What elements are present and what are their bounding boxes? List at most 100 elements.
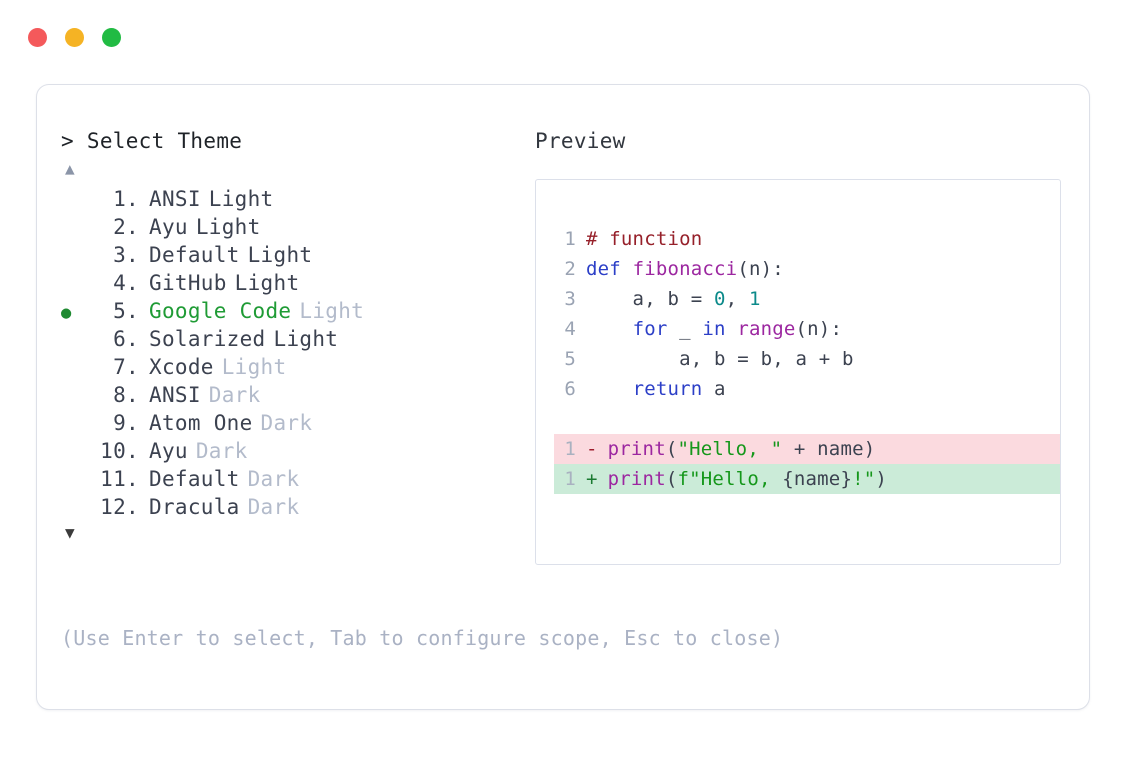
code-token: print <box>607 468 666 490</box>
diff-line-text: print("Hello, " + name) <box>608 434 876 464</box>
bullet-placeholder: ● <box>61 187 87 215</box>
code-line-text: def fibonacci(n): <box>586 254 784 284</box>
theme-item-index: 12. <box>100 495 139 519</box>
code-token: f"Hello, <box>677 468 783 490</box>
diff-added-line: 1 + print(f"Hello, {name}!") <box>554 464 1060 494</box>
theme-list-item[interactable]: ● 3. Default Light <box>61 241 531 269</box>
theme-list-item[interactable]: ● 5. Google Code Light <box>61 297 531 325</box>
code-line: 6 return a <box>554 374 1060 404</box>
code-token: a, b = <box>586 288 715 310</box>
theme-item-name: Google Code <box>149 299 292 323</box>
code-line-number: 4 <box>564 318 576 340</box>
theme-item-index: 5. <box>113 299 139 323</box>
diff-minus-marker: - <box>586 438 598 460</box>
theme-selector-panel: > Select Theme ▲ ●1.ANSILight●2.AyuLight… <box>61 127 531 543</box>
scroll-up-icon[interactable]: ▲ <box>65 159 75 178</box>
theme-item-name: Default <box>149 467 240 491</box>
code-line-number: 5 <box>564 348 576 370</box>
theme-item-variant: Light <box>299 299 365 323</box>
theme-item-name: Atom One <box>149 411 253 435</box>
theme-item-variant: Light <box>195 215 261 239</box>
code-token: + name) <box>782 438 876 460</box>
theme-item-index: 9. <box>113 411 139 435</box>
theme-item-index: 1. <box>113 187 139 211</box>
scroll-down-icon[interactable]: ▼ <box>65 523 75 542</box>
theme-item-variant: Light <box>247 243 313 267</box>
theme-item-name: Default <box>149 243 240 267</box>
window-close-button[interactable] <box>28 28 47 47</box>
theme-item-variant: Dark <box>247 495 300 519</box>
theme-item-name: ANSI <box>149 187 201 211</box>
theme-item-variant: Light <box>208 187 274 211</box>
bullet-placeholder: ● <box>61 327 87 355</box>
code-token: # function <box>586 228 703 250</box>
theme-item-variant: Dark <box>195 439 248 463</box>
bullet-placeholder: ● <box>61 467 87 495</box>
code-token: !" <box>852 468 876 490</box>
theme-list-item[interactable]: ● 1. ANSI Light <box>61 185 531 213</box>
theme-item-index: 3. <box>113 243 139 267</box>
code-line-number: 6 <box>564 378 576 400</box>
code-token: a, b = b, a + b <box>586 348 854 370</box>
code-token: for <box>632 318 668 340</box>
selected-bullet-icon: ● <box>61 303 72 323</box>
code-blank-line <box>554 404 1060 434</box>
code-line-number: 3 <box>564 288 576 310</box>
diff-plus-marker: + <box>586 468 598 490</box>
theme-picker-card: > Select Theme ▲ ●1.ANSILight●2.AyuLight… <box>36 84 1090 710</box>
window-titlebar <box>28 28 121 47</box>
theme-list[interactable]: ●1.ANSILight●2.AyuLight●3.DefaultLight●4… <box>61 185 531 521</box>
window-minimize-button[interactable] <box>65 28 84 47</box>
theme-item-index: 10. <box>100 439 139 463</box>
theme-item-index: 7. <box>113 355 139 379</box>
bullet-placeholder: ● <box>61 271 87 299</box>
theme-item-variant: Light <box>273 327 339 351</box>
code-line-text: a, b = b, a + b <box>586 344 854 374</box>
code-token: ) <box>875 468 888 490</box>
theme-item-name: Dracula <box>149 495 240 519</box>
code-token <box>586 378 633 400</box>
bullet-placeholder: ● <box>61 243 87 271</box>
code-line-text: for _ in range(n): <box>586 314 842 344</box>
code-line: 1 # function <box>554 224 1060 254</box>
code-line-number: 1 <box>564 228 576 250</box>
theme-item-variant: Dark <box>208 383 261 407</box>
theme-item-variant: Light <box>234 271 300 295</box>
code-token: 0 <box>714 288 726 310</box>
code-token: ( <box>665 438 678 460</box>
code-token: return <box>632 378 703 400</box>
code-token <box>726 318 738 340</box>
code-line-text: a, b = 0, 1 <box>586 284 761 314</box>
diff-line-text: print(f"Hello, {name}!") <box>608 464 887 494</box>
code-line-text: return a <box>586 374 726 404</box>
code-token: , <box>725 288 749 310</box>
diff-removed-line: 1-print("Hello, " + name) <box>554 434 1060 464</box>
bullet-placeholder: ● <box>61 383 87 411</box>
diff-line-number: 1 <box>564 468 576 490</box>
bullet-placeholder: ● <box>61 439 87 467</box>
theme-item-variant: Light <box>221 355 287 379</box>
preview-label: Preview <box>535 129 626 153</box>
theme-item-variant: Dark <box>260 411 313 435</box>
theme-item-name: ANSI <box>149 383 201 407</box>
page-title: > Select Theme <box>61 129 243 153</box>
code-line: 4 for _ in range(n): <box>554 314 1060 344</box>
theme-item-index: 11. <box>100 467 139 491</box>
theme-item-name: Ayu <box>149 215 188 239</box>
diff-line-number: 1 <box>564 438 576 460</box>
window-maximize-button[interactable] <box>102 28 121 47</box>
code-line-text: # function <box>586 224 702 254</box>
